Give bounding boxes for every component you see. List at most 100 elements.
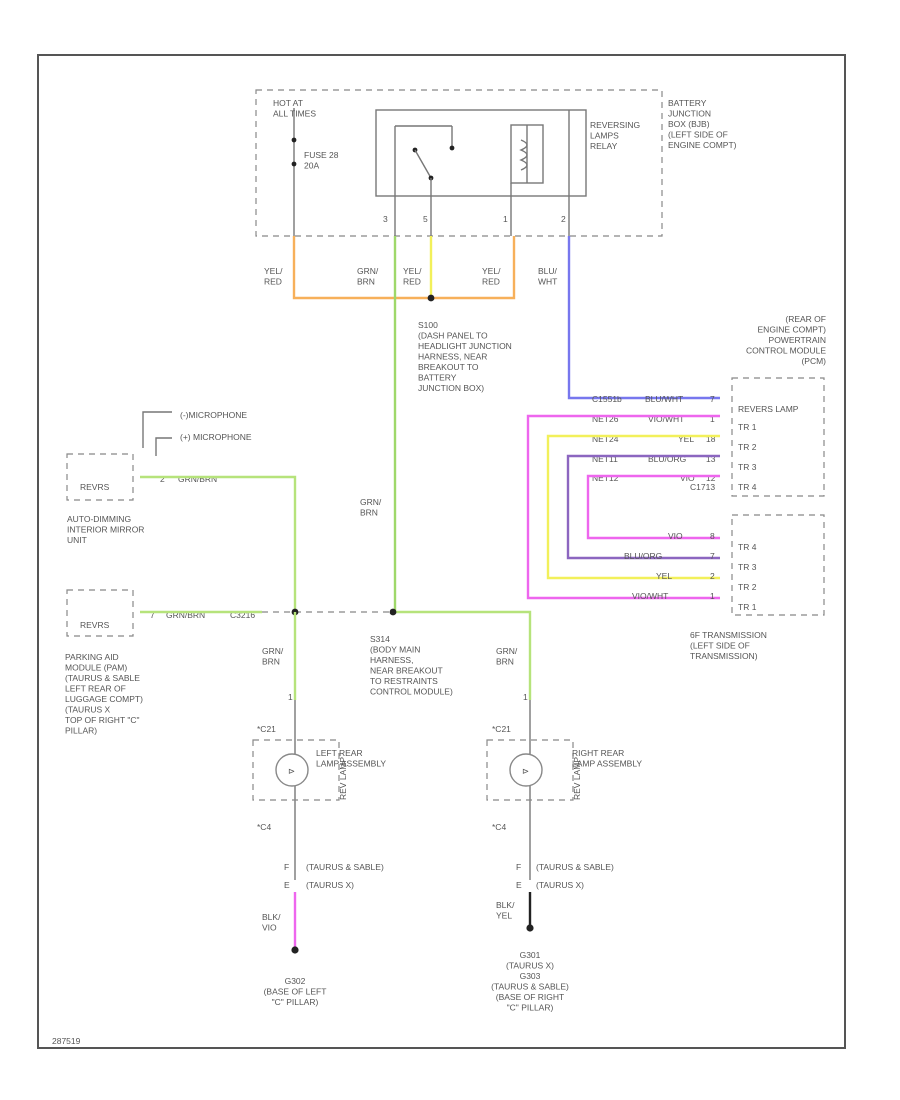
trans-wire-1-color: VIO	[668, 531, 683, 541]
pcm-wire-5-circuit: NET12	[592, 473, 619, 483]
splice-s100-dot	[427, 294, 435, 302]
mic-minus-lead	[142, 411, 172, 448]
mic-plus-label: (+) MICROPHONE	[180, 432, 252, 442]
pcm-pin-tr4: TR 4	[738, 482, 757, 492]
ground-g302-dot	[291, 946, 299, 954]
left-lamp-note-f: (TAURUS & SABLE)	[306, 862, 384, 872]
relay-pin-1: 1	[503, 214, 508, 224]
pcm-wire-4-color: BLU/ORG	[648, 454, 686, 464]
diagram-frame	[37, 54, 846, 1049]
trans-wire-3-pin: 2	[710, 571, 715, 581]
trans-pin-tr4: TR 4	[738, 542, 757, 552]
pcm-wire-2-color: VIO/WHT	[648, 414, 684, 424]
pam-revrs: REVRS	[80, 620, 110, 630]
left-lamp-conn-bot: *C4	[257, 822, 271, 832]
right-lamp-bulb-symbol: ⊳	[522, 766, 529, 776]
trans-wire-4-pin: 1	[710, 591, 715, 601]
wire-vio	[586, 474, 720, 540]
pcm-pin-revers-lamp: REVERS LAMP	[738, 404, 799, 414]
pcm-pin-tr3: TR 3	[738, 462, 757, 472]
left-lamp-wire-bot: BLK/VIO	[262, 912, 281, 933]
wire-vio-wht	[526, 414, 720, 600]
pcm-wire-1-pin: 7	[710, 394, 715, 404]
pcm-wire-1-circuit: C1551b	[592, 394, 622, 404]
wire-yel	[546, 434, 720, 580]
right-lamp-pin-e: E	[516, 880, 522, 890]
mirror-pin: 2	[160, 474, 165, 484]
pcm-wire-1-color: BLU/WHT	[645, 394, 683, 404]
mirror-wire-label: GRN/BRN	[178, 474, 217, 484]
pam-pin: 7	[150, 610, 155, 620]
battery-junction-box	[255, 89, 663, 237]
trans-wire-2-color: BLU/ORG	[624, 551, 662, 561]
right-lamp-note-f: (TAURUS & SABLE)	[536, 862, 614, 872]
wire-label-grn-brn: GRN/BRN	[357, 266, 379, 287]
mic-plus-lead	[155, 437, 172, 456]
right-lamp-side: REV LAMP	[572, 757, 582, 800]
right-lamp-wire-top: GRN/BRN	[496, 646, 518, 667]
ground-g302-label: G302(BASE OF LEFT"C" PILLAR)	[264, 976, 327, 1007]
trans-pin-tr2: TR 2	[738, 582, 757, 592]
pcm-wire-4-pin: 13	[706, 454, 716, 464]
relay-coil	[510, 110, 570, 196]
pcm-pin-tr2: TR 2	[738, 442, 757, 452]
reversing-lamps-relay-box	[375, 109, 587, 197]
wire-s314-right	[395, 610, 532, 700]
wire-yel-red-left	[292, 236, 516, 300]
pcm-box	[731, 377, 825, 497]
left-lamp-side: REV LAMP	[338, 757, 348, 800]
trans-wire-2-pin: 7	[710, 551, 715, 561]
wire-blu-org	[566, 454, 720, 560]
right-lamp-pin-f: F	[516, 862, 521, 872]
left-lamp-pin-f: F	[284, 862, 289, 872]
pcm-wire-2-circuit: NET26	[592, 414, 619, 424]
transmission-box	[731, 514, 825, 616]
left-lamp-bulb	[275, 753, 309, 787]
right-lamp-conn-bot: *C4	[492, 822, 506, 832]
pcm-wire-5-pin: 12	[706, 473, 716, 483]
relay-pin-3: 3	[383, 214, 388, 224]
wire-blu-wht	[567, 236, 720, 400]
left-lamp-note-e: (TAURUS X)	[306, 880, 354, 890]
ground-g301-dot	[526, 924, 534, 932]
wire-label-yel-red-3: YEL/RED	[482, 266, 501, 287]
wire-label-yel-red-2: YEL/RED	[403, 266, 422, 287]
right-lamp-wire-bot: BLK/YEL	[496, 900, 515, 921]
right-lamp-bulb	[509, 753, 543, 787]
mirror-box	[66, 453, 134, 501]
ground-g301-label: G301(TAURUS X)G303(TAURUS & SABLE)(BASE …	[491, 950, 569, 1013]
left-lamp-conn-top: *C21	[257, 724, 276, 734]
pam-wire-label: GRN/BRN	[166, 610, 205, 620]
trans-wire-3-color: YEL	[656, 571, 672, 581]
footer-code: 287519	[52, 1036, 81, 1046]
relay-pin-5: 5	[423, 214, 428, 224]
left-lamp-box	[252, 739, 340, 801]
right-lamp-pin-top: 1	[523, 692, 528, 702]
pam-conn-label: C3216	[230, 610, 255, 620]
trans-pin-tr1: TR 1	[738, 602, 757, 612]
relay-switch	[394, 125, 455, 196]
splice-s314-dot	[389, 608, 397, 616]
left-lamp-bulb-symbol: ⊳	[288, 766, 295, 776]
trans-wire-1-pin: 8	[710, 531, 715, 541]
left-lamp-pin-e: E	[284, 880, 290, 890]
wire-label-yel-red-1: YEL/RED	[264, 266, 283, 287]
pcm-wire-5-color: VIO	[680, 473, 695, 483]
pcm-wire-4-circuit: NET11	[592, 454, 618, 464]
pcm-wire-3-color: YEL	[678, 434, 694, 444]
wire-label-blu-wht: BLU/WHT	[538, 266, 558, 287]
trans-pin-tr3: TR 3	[738, 562, 757, 572]
relay-pin-2: 2	[561, 214, 566, 224]
pam-box	[66, 589, 134, 637]
pcm-connector: C1713	[690, 482, 715, 492]
